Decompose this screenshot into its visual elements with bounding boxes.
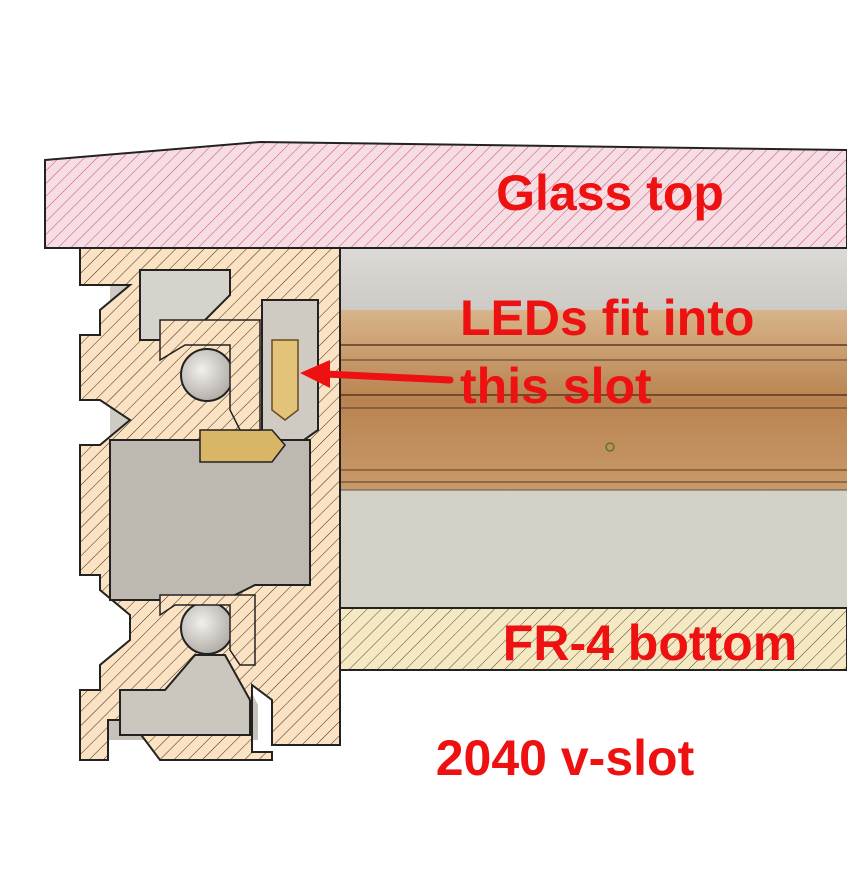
lower-center-bore: [180, 601, 234, 655]
led-slot-arrow: [300, 360, 454, 388]
glass-top-plate: [44, 140, 847, 249]
upper-center-bore: [180, 348, 234, 402]
label-fr4-bottom: FR-4 bottom: [503, 615, 797, 671]
v-slot-extrusion: [79, 247, 341, 761]
label-leds-line2: this slot: [460, 358, 652, 414]
label-leds-line1: LEDs fit into: [460, 290, 754, 346]
enclosure-interior: [310, 248, 847, 608]
led-strip: [310, 310, 847, 490]
label-glass-top: Glass top: [496, 165, 724, 221]
label-2040-v-slot: 2040 v-slot: [436, 730, 695, 786]
